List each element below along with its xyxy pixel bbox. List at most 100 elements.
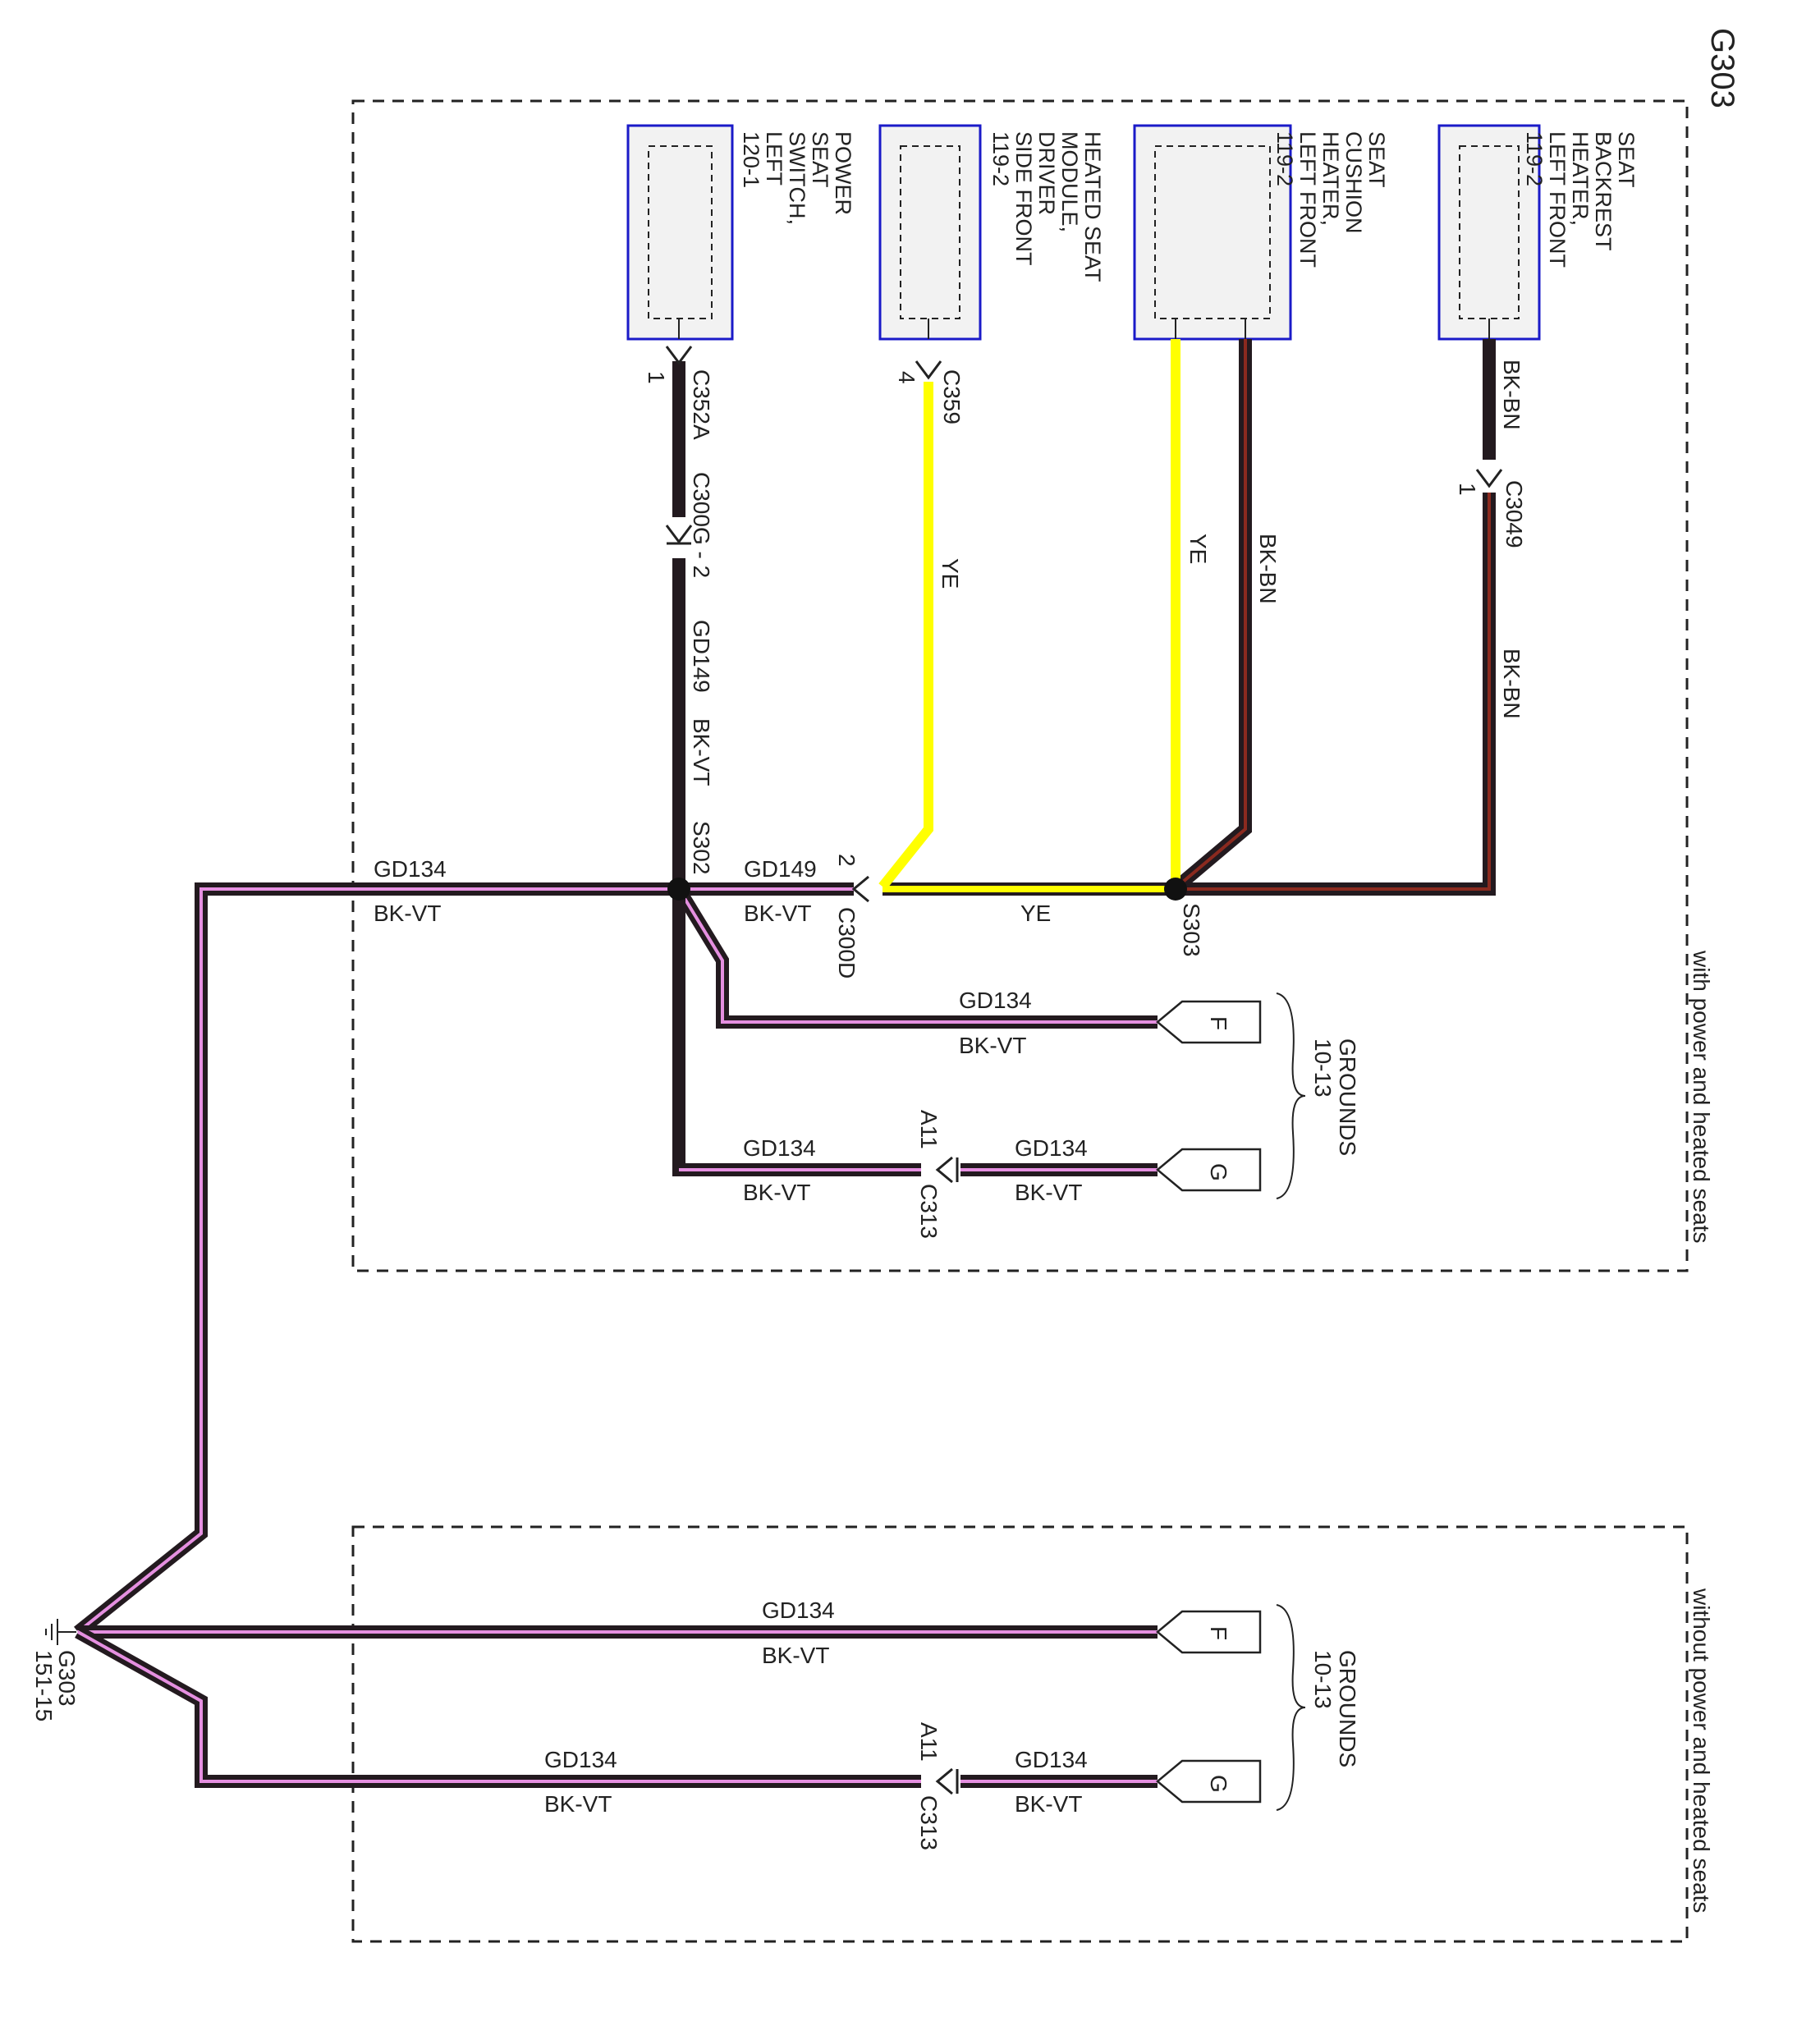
wire-backrest-bk-bn[interactable] (1176, 339, 1496, 896)
switch-line-1: POWER (831, 131, 855, 215)
component-cushion-heater[interactable]: SEAT CUSHION HEATER, LEFT FRONT 119-2 (1133, 124, 1389, 341)
label-f-upper-gd134: GD134 (959, 988, 1032, 1013)
a11-upper-label: A11 (916, 1110, 942, 1149)
label-backrest-top-bk-bn: BK-BN (1499, 360, 1524, 430)
cushion-line-3: HEATER, (1318, 131, 1343, 226)
label-c313-lower-right-bk-vt: BK-VT (1015, 1791, 1082, 1817)
module-line-5: 119-2 (988, 131, 1013, 186)
label-c313-lower-right-gd134: GD134 (1015, 1747, 1088, 1772)
section-frame-without-power (351, 1525, 1689, 1943)
tag-f-upper-letter: F (1206, 1016, 1231, 1030)
connector-c300g[interactable]: C300G - 2 (665, 472, 714, 578)
c300g-label: C300G - 2 (689, 472, 714, 578)
backrest-line-4: LEFT FRONT (1545, 131, 1570, 268)
cushion-line-5: 119-2 (1272, 131, 1297, 186)
connector-c352a[interactable]: C352A 1 (644, 346, 714, 440)
connector-c313-upper[interactable]: C313 A11 (916, 1110, 959, 1239)
cushion-line-4: LEFT FRONT (1295, 131, 1320, 268)
cushion-line-2: CUSHION (1341, 131, 1366, 234)
switch-line-2: SEAT (808, 131, 832, 188)
c352a-label: C352A (689, 369, 714, 440)
backrest-line-5: 119-2 (1522, 131, 1547, 186)
wire-module-ye[interactable] (878, 382, 933, 890)
label-c313-left-bk-vt: BK-VT (743, 1180, 810, 1205)
grounds-ref-upper: 10-13 (1310, 1038, 1336, 1098)
ground-tag-f-upper[interactable]: F (1156, 1000, 1262, 1044)
label-c313-lower-left-bk-vt: BK-VT (544, 1791, 612, 1817)
g303-ref: 151-15 (31, 1650, 57, 1721)
wire-cushion-stripe (1180, 339, 1247, 884)
grounds-brace-lower (1276, 1604, 1306, 1811)
s303-label: S303 (1179, 903, 1204, 956)
connector-c359[interactable]: C359 4 (894, 360, 965, 424)
label-c300d-bk-vt: BK-VT (744, 901, 811, 926)
label-c313-lower-left-gd134: GD134 (544, 1747, 617, 1772)
c313-lower-label: C313 (916, 1795, 942, 1850)
c352a-pin: 1 (644, 371, 669, 384)
component-heated-seat-module[interactable]: HEATED SEAT MODULE, DRIVER SIDE FRONT 11… (878, 124, 1105, 341)
c300d-label: C300D (834, 907, 860, 979)
label-backrest-bk-bn: BK-BN (1499, 649, 1524, 719)
label-module-ye: YE (938, 558, 963, 589)
c3049-pin: 1 (1455, 483, 1480, 496)
section-label-with-power: with power and heated seats (1689, 950, 1714, 1243)
wire-s302-c313[interactable] (672, 889, 921, 1176)
label-switch-bk-vt: BK-VT (689, 718, 714, 786)
c300d-pin: 2 (834, 854, 860, 867)
label-c313-left-gd134: GD134 (743, 1135, 816, 1161)
splice-s303[interactable]: S303 (1164, 878, 1204, 956)
module-line-3: DRIVER (1034, 131, 1059, 215)
wire-cushion-bk-bn[interactable] (1177, 339, 1252, 888)
wire-s302-ground-f[interactable] (673, 885, 1158, 1029)
label-c313-right-gd134: GD134 (1015, 1135, 1088, 1161)
grounds-brace-upper (1276, 992, 1306, 1199)
module-line-1: HEATED SEAT (1080, 131, 1105, 282)
splice-s302[interactable]: S302 (667, 821, 714, 901)
c3049-label: C3049 (1501, 480, 1527, 548)
page-title: G303 (1704, 28, 1740, 108)
grounds-ref-lower: 10-13 (1310, 1650, 1336, 1709)
component-power-seat-switch[interactable]: POWER SEAT SWITCH, LEFT 120-1 (626, 124, 855, 341)
ground-tag-f-lower[interactable]: F (1156, 1610, 1262, 1654)
ground-tag-g-upper[interactable]: G (1156, 1148, 1262, 1192)
wire-g303-c313-lower[interactable] (75, 1626, 921, 1788)
ground-tag-g-lower[interactable]: G (1156, 1759, 1262, 1804)
label-cushion-ye: YE (1185, 534, 1211, 564)
s302-label: S302 (689, 821, 714, 874)
section-frame-with-power (351, 99, 1689, 1272)
c359-pin: 4 (894, 371, 919, 384)
label-f-lower-gd134: GD134 (762, 1597, 835, 1623)
module-line-2: MODULE, (1057, 131, 1082, 232)
grounds-title-lower: GROUNDS (1335, 1650, 1360, 1767)
connector-c313-lower[interactable]: C313 A11 (916, 1722, 959, 1850)
a11-lower-label: A11 (916, 1722, 942, 1762)
connector-c300d[interactable]: C300D 2 (834, 854, 869, 979)
label-c313-right-bk-vt: BK-VT (1015, 1180, 1082, 1205)
label-cushion-bk-bn: BK-BN (1255, 534, 1281, 604)
c359-label: C359 (939, 369, 965, 424)
component-backrest-heater[interactable]: SEAT BACKREST HEATER, LEFT FRONT 119-2 (1437, 124, 1639, 341)
backrest-line-3: HEATER, (1568, 131, 1593, 226)
connector-c3049[interactable]: C3049 1 (1455, 469, 1527, 548)
label-f-upper-bk-vt: BK-VT (959, 1033, 1026, 1058)
wire-s302-g303[interactable] (74, 882, 679, 1638)
label-switch-gd149: GD149 (689, 620, 714, 693)
tag-g-lower-letter: G (1206, 1775, 1231, 1793)
switch-line-5: 120-1 (739, 131, 763, 188)
tag-g-upper-letter: G (1206, 1163, 1231, 1181)
module-line-4: SIDE FRONT (1011, 131, 1036, 266)
label-s303-ye: YE (1020, 901, 1051, 926)
c313-upper-label: C313 (916, 1184, 942, 1239)
grounds-title-upper: GROUNDS (1335, 1038, 1360, 1156)
label-main-gd134: GD134 (374, 856, 447, 882)
wire-backrest-stripe (1176, 493, 1491, 891)
label-f-lower-bk-vt: BK-VT (762, 1643, 829, 1668)
cushion-line-1: SEAT (1364, 131, 1389, 188)
section-label-without-power: without power and heated seats (1689, 1588, 1714, 1913)
backrest-line-2: BACKREST (1591, 131, 1616, 251)
ground-g303-symbol[interactable]: G303 151-15 (31, 1619, 80, 1721)
label-c300d-gd149: GD149 (744, 856, 817, 882)
g303-id: G303 (54, 1650, 80, 1707)
switch-line-4: LEFT (762, 131, 786, 186)
tag-f-lower-letter: F (1206, 1626, 1231, 1640)
